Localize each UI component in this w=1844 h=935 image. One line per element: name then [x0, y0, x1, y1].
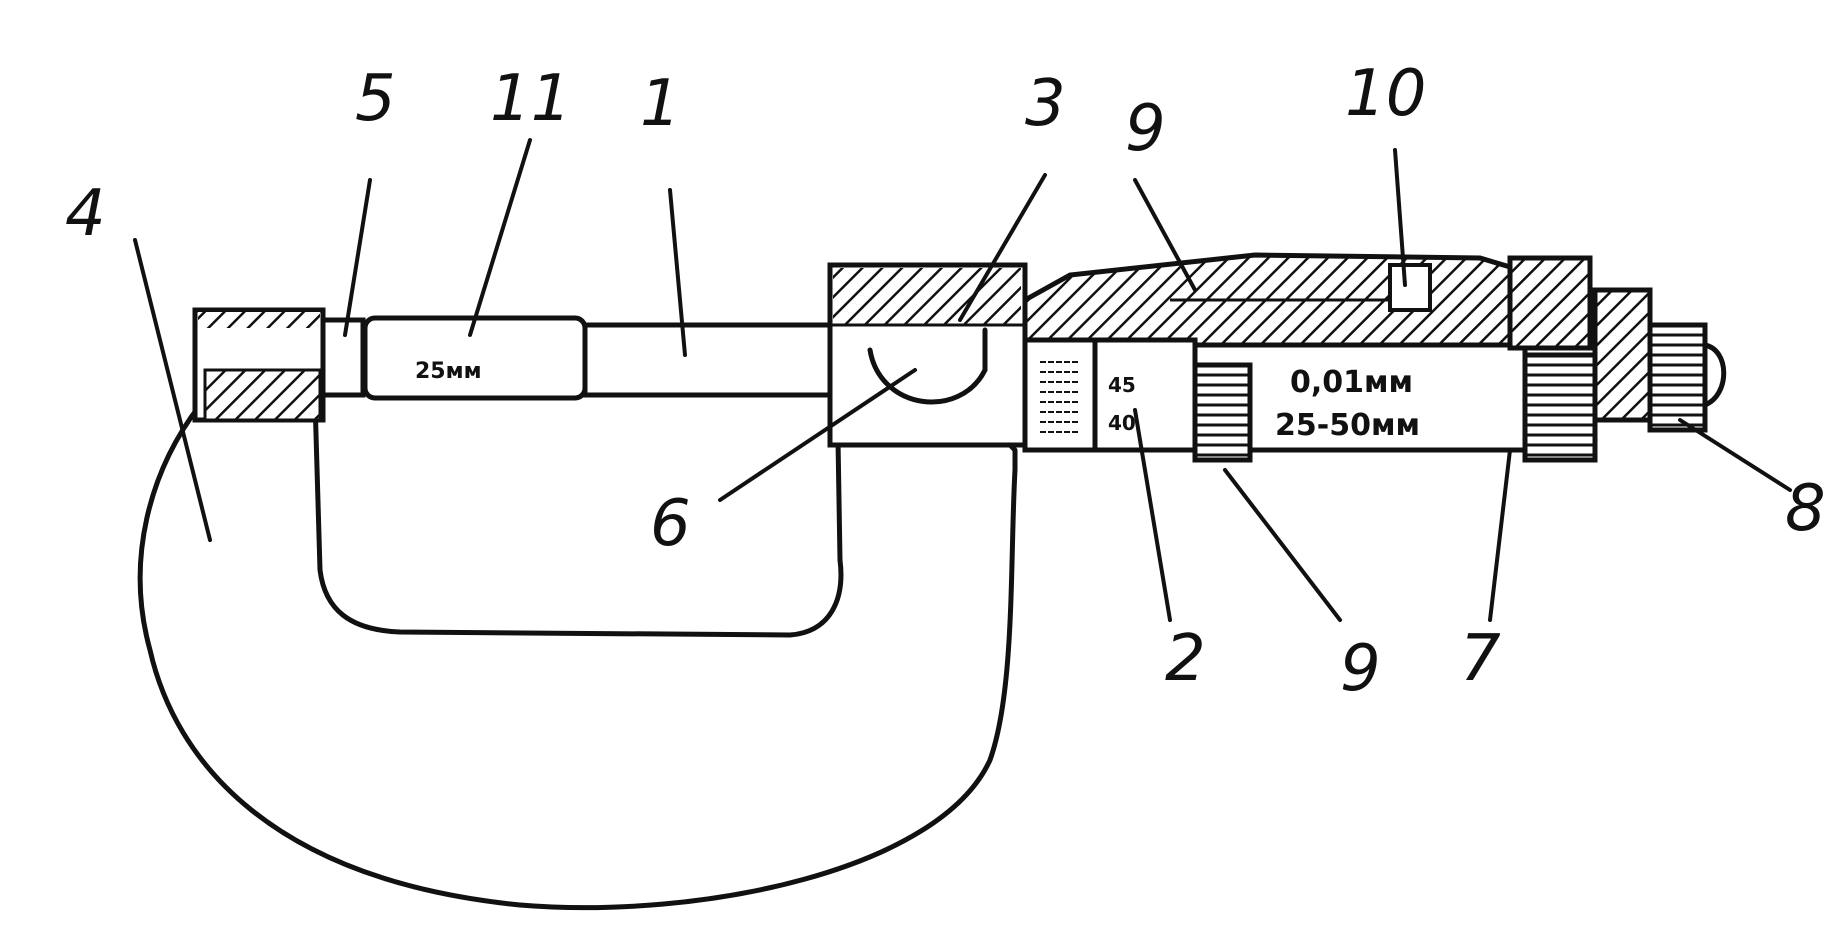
setting-rod — [362, 315, 588, 401]
leader-11 — [468, 138, 532, 337]
callout-1: 1 — [640, 67, 681, 141]
leader-2 — [1133, 408, 1172, 622]
leader-8 — [1678, 418, 1792, 492]
speeder-housing — [1592, 287, 1653, 423]
thimble-sleeve — [1092, 337, 1198, 453]
callout-10: 10 — [1345, 57, 1426, 131]
frame-outer — [137, 402, 1018, 911]
leader-5 — [343, 178, 372, 337]
lock-ring-6 — [867, 327, 988, 405]
callout-2: 2 — [1165, 622, 1206, 696]
sleeve-window-10 — [1388, 263, 1432, 312]
thimble-number-bottom: 40 — [1108, 411, 1136, 435]
sleeve-engraving-1: 0,01мм — [1290, 365, 1413, 400]
anvil-top-hatch — [198, 312, 320, 328]
callout-6: 6 — [650, 487, 691, 561]
leader-10 — [1393, 148, 1407, 287]
frame-inner — [312, 397, 844, 638]
callout-7: 7 — [1460, 622, 1501, 696]
leader-9-top — [1133, 178, 1197, 292]
ratchet-cap-hatch — [1507, 255, 1593, 351]
thimble-number-top: 45 — [1108, 373, 1136, 397]
bearing-block-hatch — [833, 268, 1021, 326]
leader-3 — [958, 173, 1047, 322]
callout-11: 11 — [490, 62, 571, 136]
leader-4 — [133, 238, 212, 542]
callout-8: 8 — [1785, 472, 1826, 546]
callout-9-top: 9 — [1125, 92, 1166, 166]
leader-1 — [668, 188, 687, 357]
thimble-scale — [1040, 355, 1080, 440]
leader-9-bottom — [1223, 468, 1342, 622]
rod-engraving: 25мм — [415, 359, 482, 384]
callout-3: 3 — [1025, 67, 1066, 141]
sleeve-engraving-2: 25-50мм — [1275, 408, 1420, 443]
callout-4: 4 — [65, 177, 106, 251]
leader-7 — [1488, 448, 1512, 622]
ratchet-knob — [1522, 352, 1598, 463]
clamp-knob-9 — [1192, 362, 1253, 463]
anvil-tip — [320, 317, 366, 398]
callout-9-bottom: 9 — [1340, 632, 1381, 706]
callout-5: 5 — [355, 62, 396, 136]
speeder-knob — [1647, 322, 1708, 433]
speeder-end-cap — [1702, 342, 1727, 408]
anvil-hatch — [203, 368, 322, 422]
leader-6 — [718, 368, 917, 502]
